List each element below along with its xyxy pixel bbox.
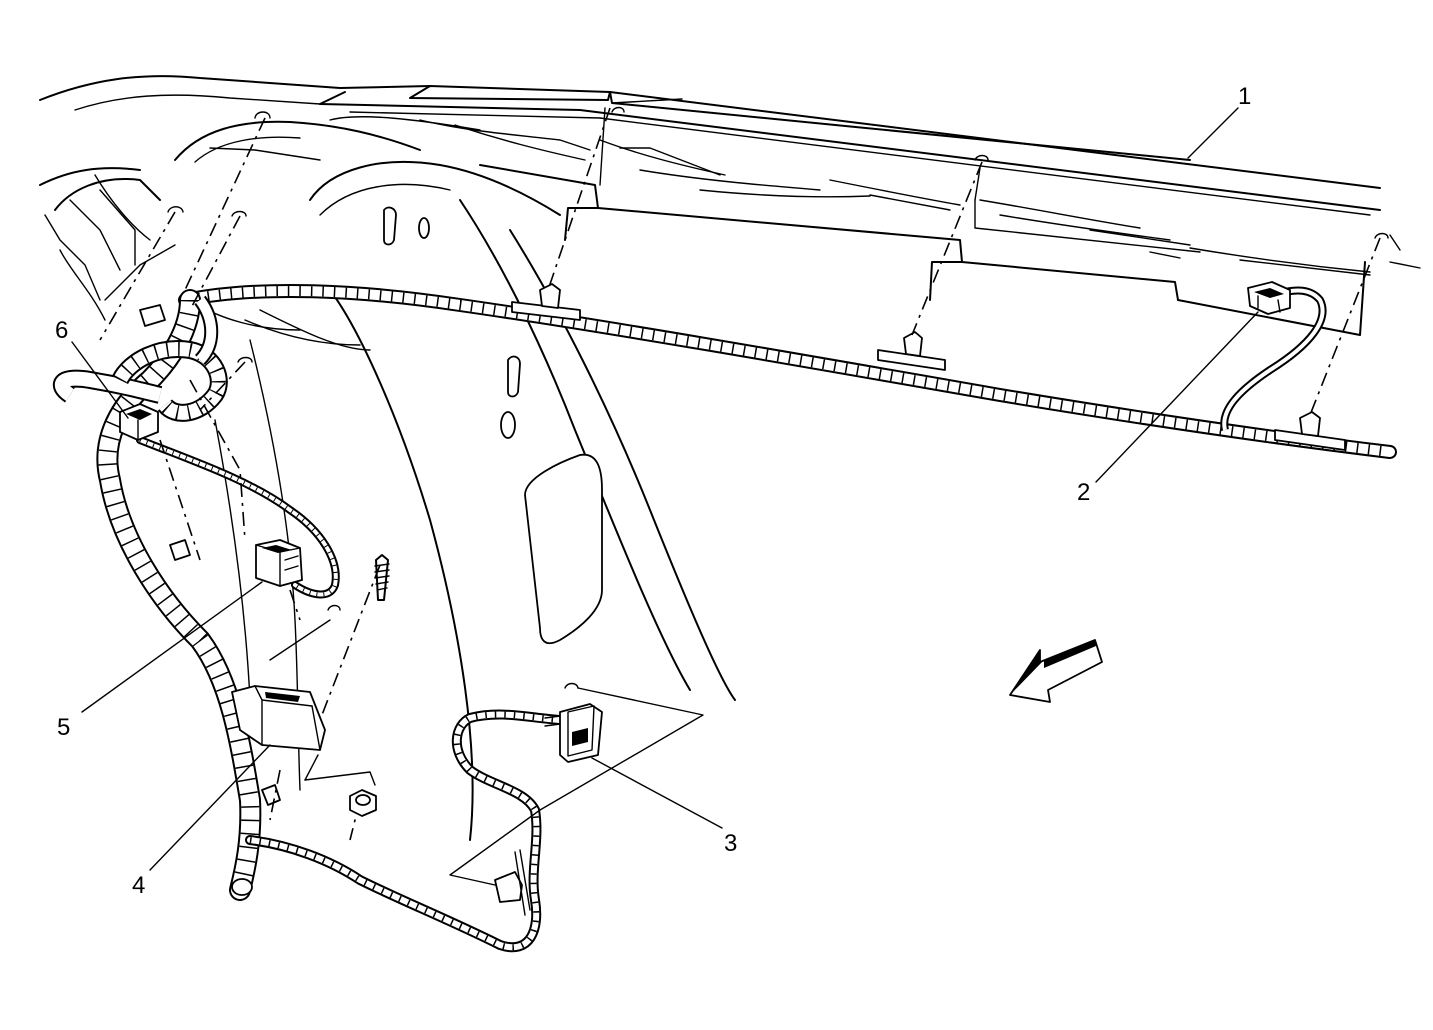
callout-leaders [71,107,1259,871]
connector-3-mount-lines [269,619,704,886]
callout-label-6: 6 [55,317,68,344]
callout-labels: 1 2 3 4 5 6 [55,83,1251,899]
right-pigtail-wire [1220,286,1327,431]
connector-2 [1247,281,1291,315]
leader-line-1 [1187,107,1239,159]
harness-retainer-clips [139,283,1346,916]
callout-label-3: 3 [724,830,737,857]
threaded-stud [374,554,390,601]
retainer-clip [494,849,531,916]
retainer-clip [511,283,581,321]
connector-5 [255,539,303,587]
retainer-clip [139,304,166,327]
callout-label-1: 1 [1238,83,1251,110]
connector-4 [231,685,326,751]
retainer-clip [261,784,281,806]
callout-label-5: 5 [57,714,70,741]
leader-line-3 [591,757,723,829]
installation-alignment-lines [99,107,1381,841]
hex-nut [349,789,377,817]
callout-label-4: 4 [132,872,145,899]
connector-6 [119,403,159,441]
leader-line-2 [1095,311,1259,483]
left-harness-bundle [52,289,565,953]
leader-line-5 [81,581,263,713]
fastener-holes [167,106,1389,689]
retainer-clip [1274,411,1346,451]
leader-line-4 [149,744,271,871]
callout-label-2: 2 [1077,479,1090,506]
left-dash-trim [44,120,736,841]
instrument-panel-outline [39,75,1421,336]
main-wiring-harness [178,283,1397,459]
retainer-clip [169,539,191,561]
forward-direction-arrow-icon [1009,639,1103,703]
connector-3 [544,703,603,763]
retainer-clip [877,331,946,371]
leader-line-6 [71,341,129,419]
